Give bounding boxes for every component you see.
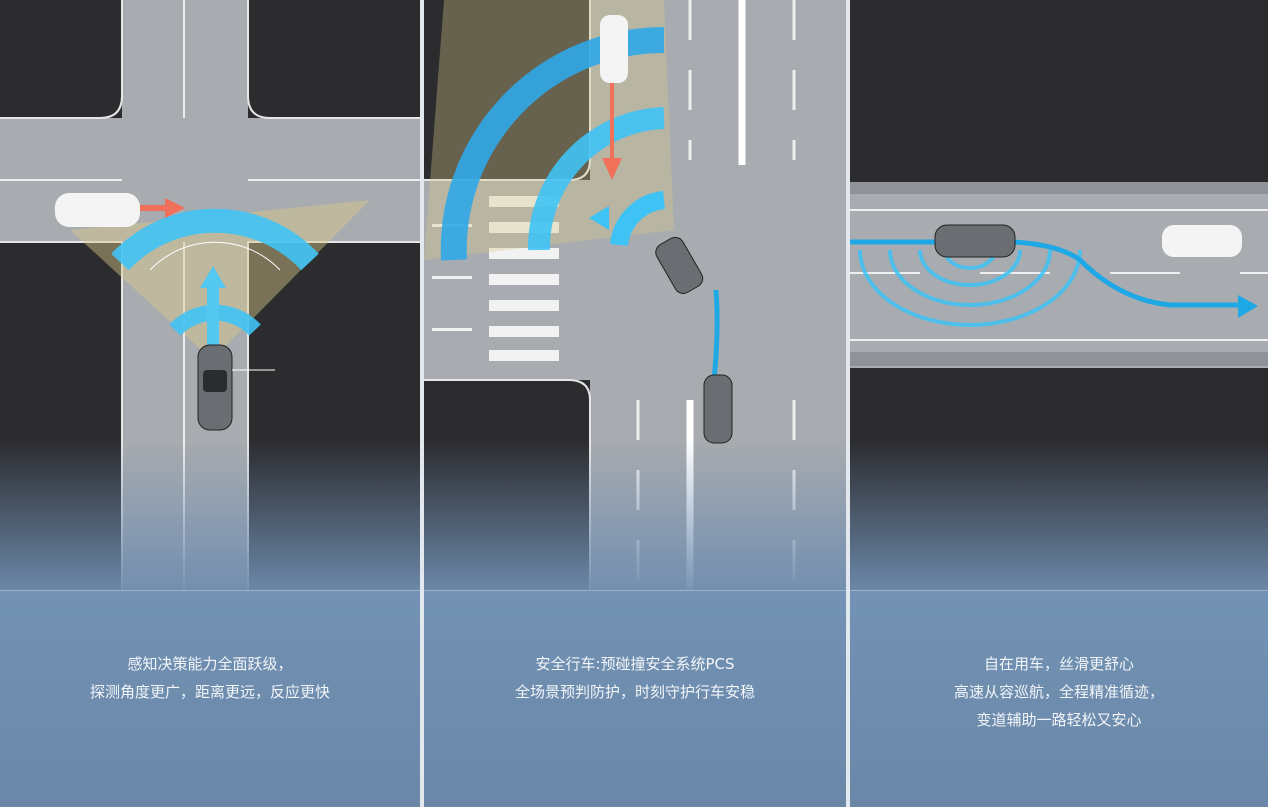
caption-line: 自在用车，丝滑更舒心 xyxy=(983,655,1134,673)
ego-car xyxy=(703,374,733,444)
panel-pcs: 安全行车:预碰撞安全系统PCS 全场景预判防护，时刻守护行车安稳 xyxy=(424,0,846,807)
caption: 自在用车，丝滑更舒心 高速从容巡航，全程精准循迹， 变道辅助一路轻松又安心 xyxy=(850,650,1268,734)
oncoming-car xyxy=(600,15,628,83)
forward-arrow xyxy=(207,285,219,345)
caption-line: 探测角度更广，距离更远，反应更快 xyxy=(89,683,330,701)
turning-car xyxy=(655,236,704,294)
sensor-arc xyxy=(111,208,319,271)
caption-line: 安全行车:预碰撞安全系统PCS xyxy=(535,655,735,673)
caption-line: 感知决策能力全面跃级， xyxy=(127,655,293,673)
path-line xyxy=(711,289,720,381)
ego-car xyxy=(934,224,1016,258)
caption-line: 全场景预判防护，时刻守护行车安稳 xyxy=(514,683,755,701)
panel-divider xyxy=(420,0,424,807)
panel-highway: 自在用车，丝滑更舒心 高速从容巡航，全程精准循迹， 变道辅助一路轻松又安心 xyxy=(850,0,1268,807)
crossing-car xyxy=(55,193,140,227)
lead-car xyxy=(1162,225,1242,257)
caption-line: 变道辅助一路轻松又安心 xyxy=(976,711,1142,729)
panel-divider xyxy=(846,0,850,807)
caption: 安全行车:预碰撞安全系统PCS 全场景预判防护，时刻守护行车安稳 xyxy=(424,650,846,706)
panel-perception: 感知决策能力全面跃级， 探测角度更广，距离更远，反应更快 xyxy=(0,0,420,807)
caption: 感知决策能力全面跃级， 探测角度更广，距离更远，反应更快 xyxy=(0,650,420,706)
caption-line: 高速从容巡航，全程精准循迹， xyxy=(953,683,1164,701)
